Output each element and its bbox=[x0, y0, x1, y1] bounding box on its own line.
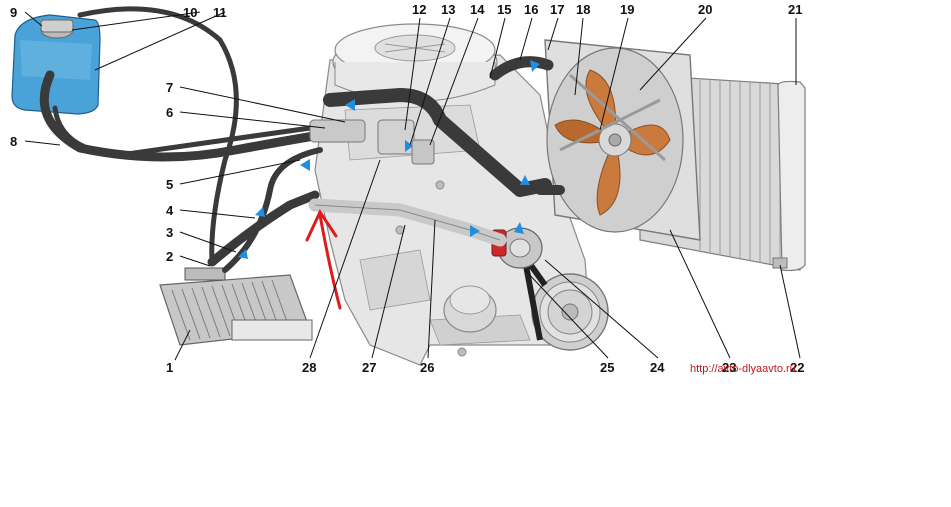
callout-2: 2 bbox=[166, 249, 173, 264]
callout-4: 4 bbox=[166, 203, 174, 218]
leader-line-8 bbox=[24, 140, 61, 146]
leader-lines bbox=[24, 11, 801, 361]
leader-line-25 bbox=[524, 269, 609, 359]
oil-filter bbox=[443, 285, 497, 333]
callout-numbers: 1 2 3 4 5 6 7 8 9 10 11 12 13 14 15 16 1… bbox=[10, 2, 804, 375]
callout-23: 23 bbox=[722, 360, 736, 375]
callout-26: 26 bbox=[420, 360, 434, 375]
leader-line-5 bbox=[179, 159, 301, 185]
flow-arrow bbox=[520, 175, 530, 185]
leader-line-11 bbox=[94, 11, 226, 71]
leader-line-4 bbox=[179, 209, 256, 219]
callout-24: 24 bbox=[650, 360, 665, 375]
flow-arrows bbox=[238, 60, 540, 259]
leader-line-24 bbox=[544, 259, 659, 359]
coolant-hoses bbox=[39, 6, 565, 273]
callout-10: 10 bbox=[183, 5, 197, 20]
leader-line-1 bbox=[174, 329, 191, 361]
cooling-fan bbox=[554, 69, 671, 216]
callout-22: 22 bbox=[790, 360, 804, 375]
leader-line-28 bbox=[309, 159, 381, 359]
flow-arrow bbox=[470, 225, 480, 237]
callout-21: 21 bbox=[788, 2, 802, 17]
leader-line-20 bbox=[639, 17, 707, 91]
flow-arrow bbox=[530, 60, 540, 72]
leader-line-26 bbox=[427, 219, 436, 359]
callout-9: 9 bbox=[10, 5, 17, 20]
flow-arrow bbox=[300, 159, 310, 171]
callout-8: 8 bbox=[10, 134, 17, 149]
callout-1: 1 bbox=[166, 360, 173, 375]
callout-28: 28 bbox=[302, 360, 316, 375]
leader-line-2 bbox=[179, 255, 211, 267]
flow-arrow bbox=[255, 207, 265, 217]
callout-18: 18 bbox=[576, 2, 590, 17]
watermark-url: http://avto-dlyaavto.ru bbox=[690, 363, 796, 375]
leader-line-17 bbox=[547, 17, 559, 51]
callout-14: 14 bbox=[470, 2, 485, 17]
callout-7: 7 bbox=[166, 80, 173, 95]
flow-arrow bbox=[345, 99, 355, 111]
red-annotation-arrow bbox=[305, 208, 342, 310]
expansion-tank bbox=[11, 14, 101, 115]
flow-arrow bbox=[405, 140, 413, 152]
callout-15: 15 bbox=[497, 2, 511, 17]
callout-11: 11 bbox=[213, 5, 227, 20]
callout-13: 13 bbox=[441, 2, 455, 17]
leader-line-22 bbox=[779, 264, 801, 359]
leader-line-19 bbox=[599, 17, 629, 131]
leader-line-27 bbox=[371, 224, 406, 359]
leader-line-3 bbox=[179, 231, 237, 253]
leader-line-6 bbox=[179, 111, 326, 129]
flow-arrow bbox=[514, 222, 524, 234]
leader-line-15 bbox=[489, 17, 506, 79]
leader-line-12 bbox=[404, 17, 421, 131]
callout-27: 27 bbox=[362, 360, 376, 375]
callout-20: 20 bbox=[698, 2, 712, 17]
flow-arrow bbox=[238, 249, 248, 259]
leader-line-9 bbox=[24, 11, 43, 27]
leader-line-18 bbox=[574, 17, 584, 96]
heater-core bbox=[159, 267, 313, 346]
leader-line-23 bbox=[669, 229, 731, 359]
callout-12: 12 bbox=[412, 2, 426, 17]
leader-line-10 bbox=[71, 11, 201, 31]
callout-5: 5 bbox=[166, 177, 173, 192]
leader-line-16 bbox=[519, 17, 533, 61]
callout-17: 17 bbox=[550, 2, 564, 17]
callout-6: 6 bbox=[166, 105, 173, 120]
callout-19: 19 bbox=[620, 2, 634, 17]
leader-line-14 bbox=[429, 17, 479, 146]
leader-line-7 bbox=[179, 86, 346, 123]
leader-line-13 bbox=[409, 17, 451, 146]
crankshaft-pulley bbox=[531, 273, 609, 351]
callout-25: 25 bbox=[600, 360, 614, 375]
callout-3: 3 bbox=[166, 225, 173, 240]
callout-16: 16 bbox=[524, 2, 538, 17]
